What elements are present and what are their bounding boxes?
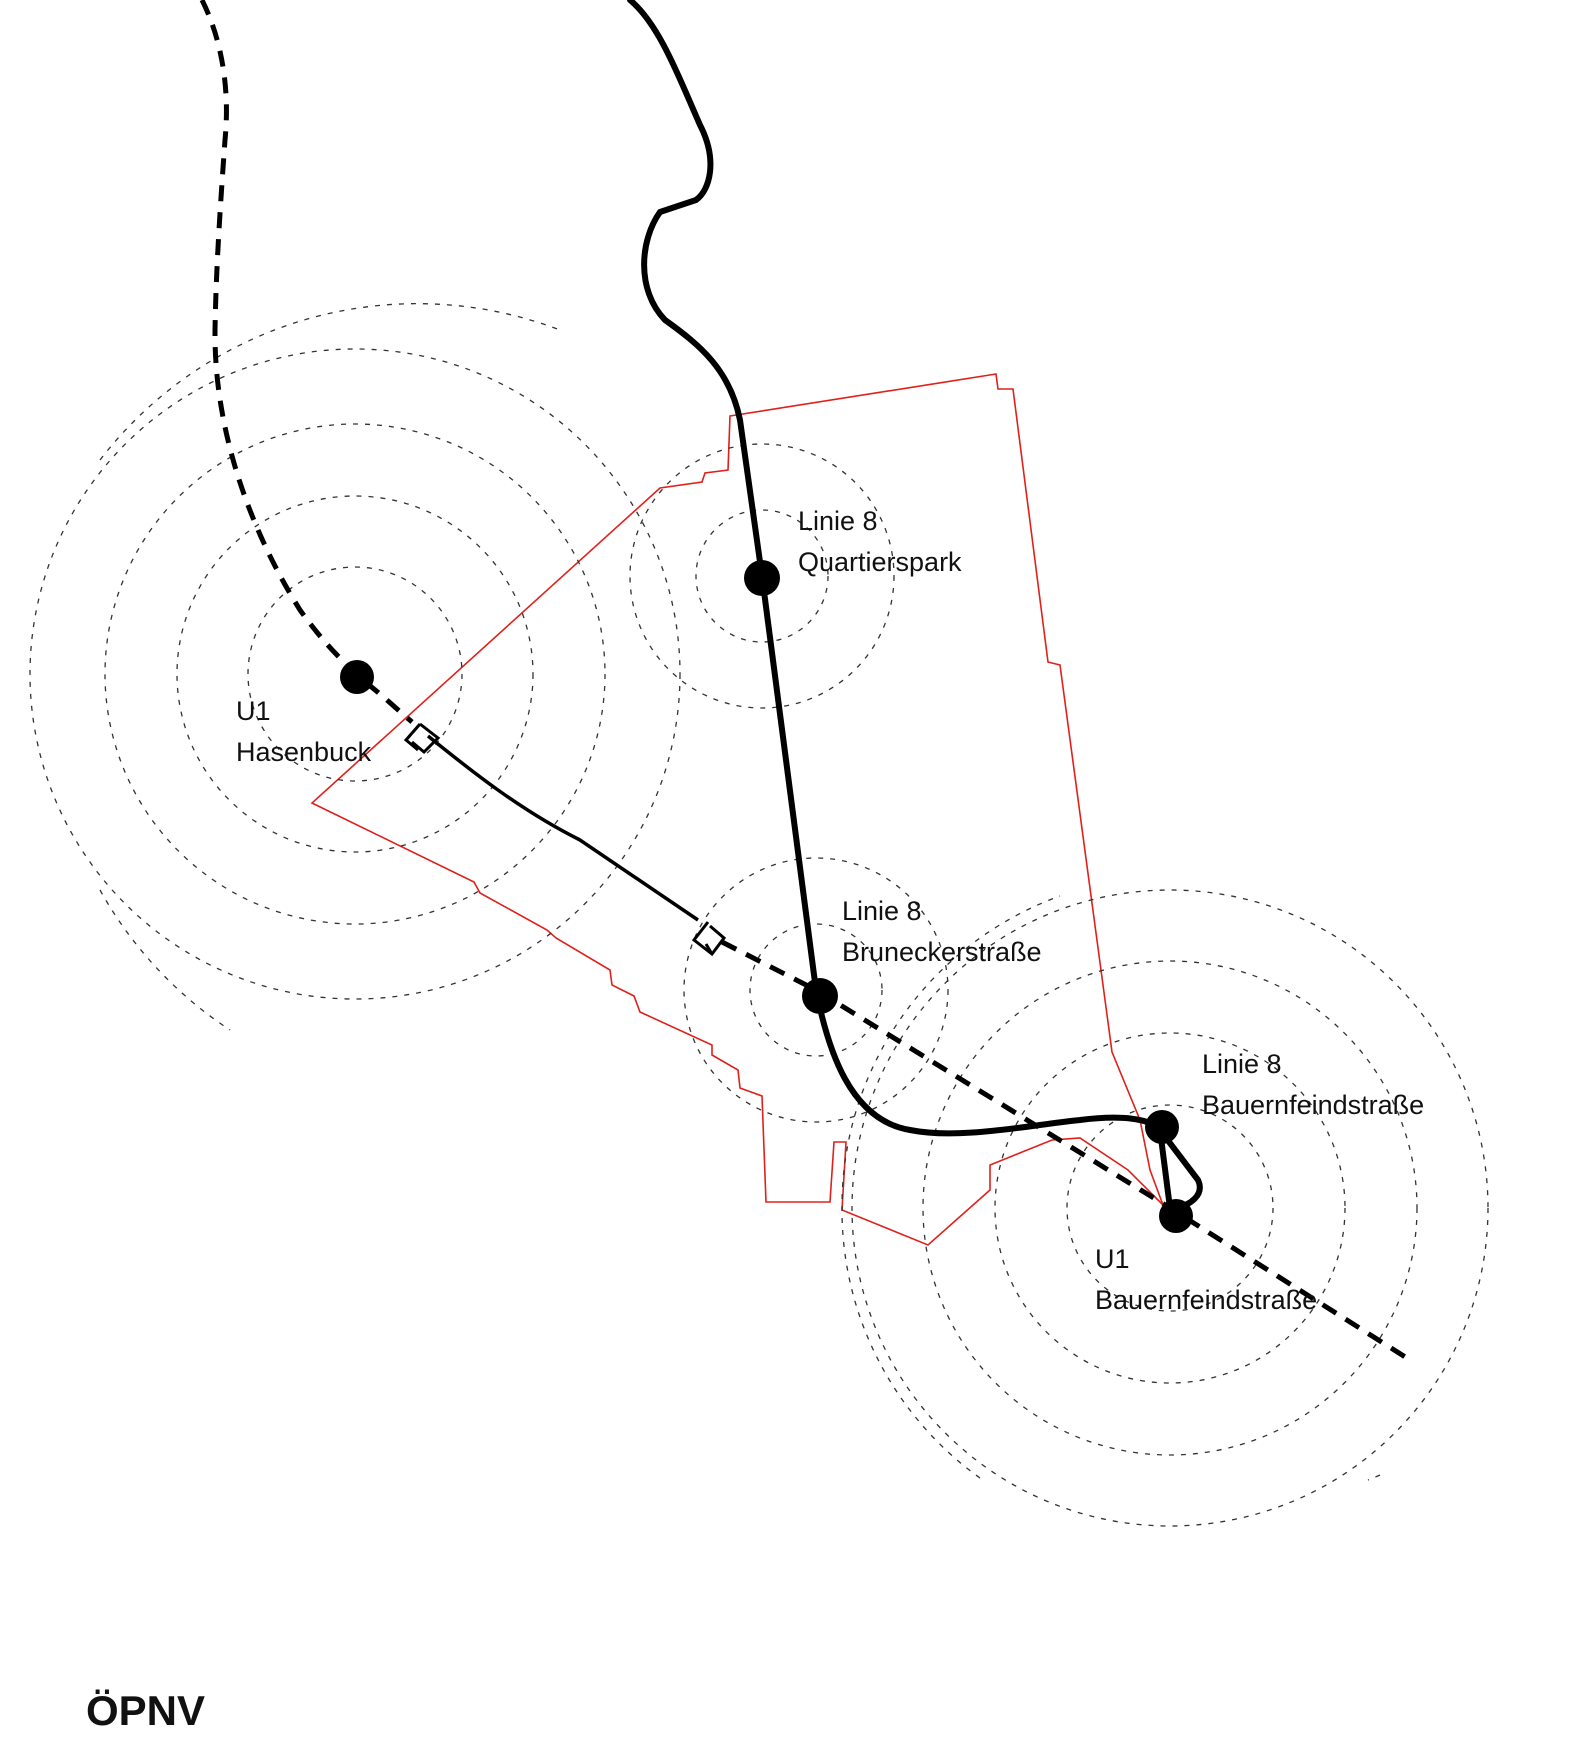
catchment-ring-hasenbuck-5 bbox=[99, 303, 561, 461]
catchment-ring-quartierspark-1 bbox=[695, 509, 829, 643]
station-u1-bauernfeindstrasse[interactable] bbox=[1159, 1199, 1193, 1233]
u1-line bbox=[199, 0, 1412, 1363]
label-l8-bruneckerstrasse-name: Bruneckerstraße bbox=[842, 937, 1042, 967]
label-l8-quartierspark-name: Quartierspark bbox=[798, 547, 962, 577]
catchment-rings bbox=[29, 303, 1489, 1527]
label-u1-hasenbuck-name: Hasenbuck bbox=[236, 737, 372, 767]
label-u1-hasenbuck-line: U1 bbox=[236, 696, 271, 726]
station-linie8-bruneckerstrasse[interactable] bbox=[802, 978, 838, 1014]
entrance-bracket-bruneckerstrasse bbox=[691, 921, 727, 957]
label-l8-bruneckerstrasse-line: Linie 8 bbox=[842, 896, 922, 926]
catchment-ring-bauernfeind-5 bbox=[841, 895, 1061, 1479]
label-u1-bauernfeindstrasse-line: U1 bbox=[1095, 1244, 1130, 1274]
catchment-ring-bauernfeind-1 bbox=[1066, 1104, 1274, 1312]
catchment-ring-hasenbuck-6 bbox=[99, 889, 231, 1031]
catchment-ring-hasenbuck-4 bbox=[29, 348, 681, 1000]
catchment-ring-bruneckerstrasse-2 bbox=[683, 857, 949, 1123]
map-title: ÖPNV bbox=[86, 1687, 206, 1734]
label-l8-bauernfeindstrasse-name: Bauernfeindstraße bbox=[1202, 1090, 1424, 1120]
label-l8-bauernfeindstrasse-line: Linie 8 bbox=[1202, 1049, 1282, 1079]
connector-path bbox=[426, 734, 699, 922]
catchment-ring-bauernfeind-4 bbox=[851, 889, 1489, 1527]
catchment-ring-hasenbuck-3 bbox=[104, 423, 606, 925]
catchment-ring-bauernfeind-3 bbox=[922, 960, 1418, 1456]
station-linie8-bauernfeindstrasse[interactable] bbox=[1145, 1110, 1179, 1144]
catchment-ring-quartierspark-2 bbox=[629, 443, 895, 709]
catchment-ring-hasenbuck-2 bbox=[176, 495, 534, 853]
label-u1-bauernfeindstrasse-name: Bauernfeindstraße bbox=[1095, 1285, 1317, 1315]
linie8-line bbox=[627, 0, 1203, 1211]
label-l8-quartierspark-line: Linie 8 bbox=[798, 506, 878, 536]
entrance-bracket-hasenbuck bbox=[403, 722, 441, 755]
site-boundary bbox=[310, 373, 1164, 1246]
station-u1-hasenbuck[interactable] bbox=[340, 660, 374, 694]
station-linie8-quartierspark[interactable] bbox=[744, 560, 780, 596]
catchment-ring-bruneckerstrasse-1 bbox=[749, 923, 883, 1057]
catchment-ring-hasenbuck-1 bbox=[247, 566, 463, 782]
station-entrance-brackets bbox=[403, 722, 727, 957]
catchment-ring-bauernfeind-2 bbox=[994, 1032, 1346, 1384]
catchment-ring-bauernfeind-6 bbox=[1367, 1474, 1381, 1481]
station-markers bbox=[340, 560, 1193, 1233]
station-labels: U1 Hasenbuck Linie 8 Quartierspark Linie… bbox=[236, 506, 1424, 1315]
